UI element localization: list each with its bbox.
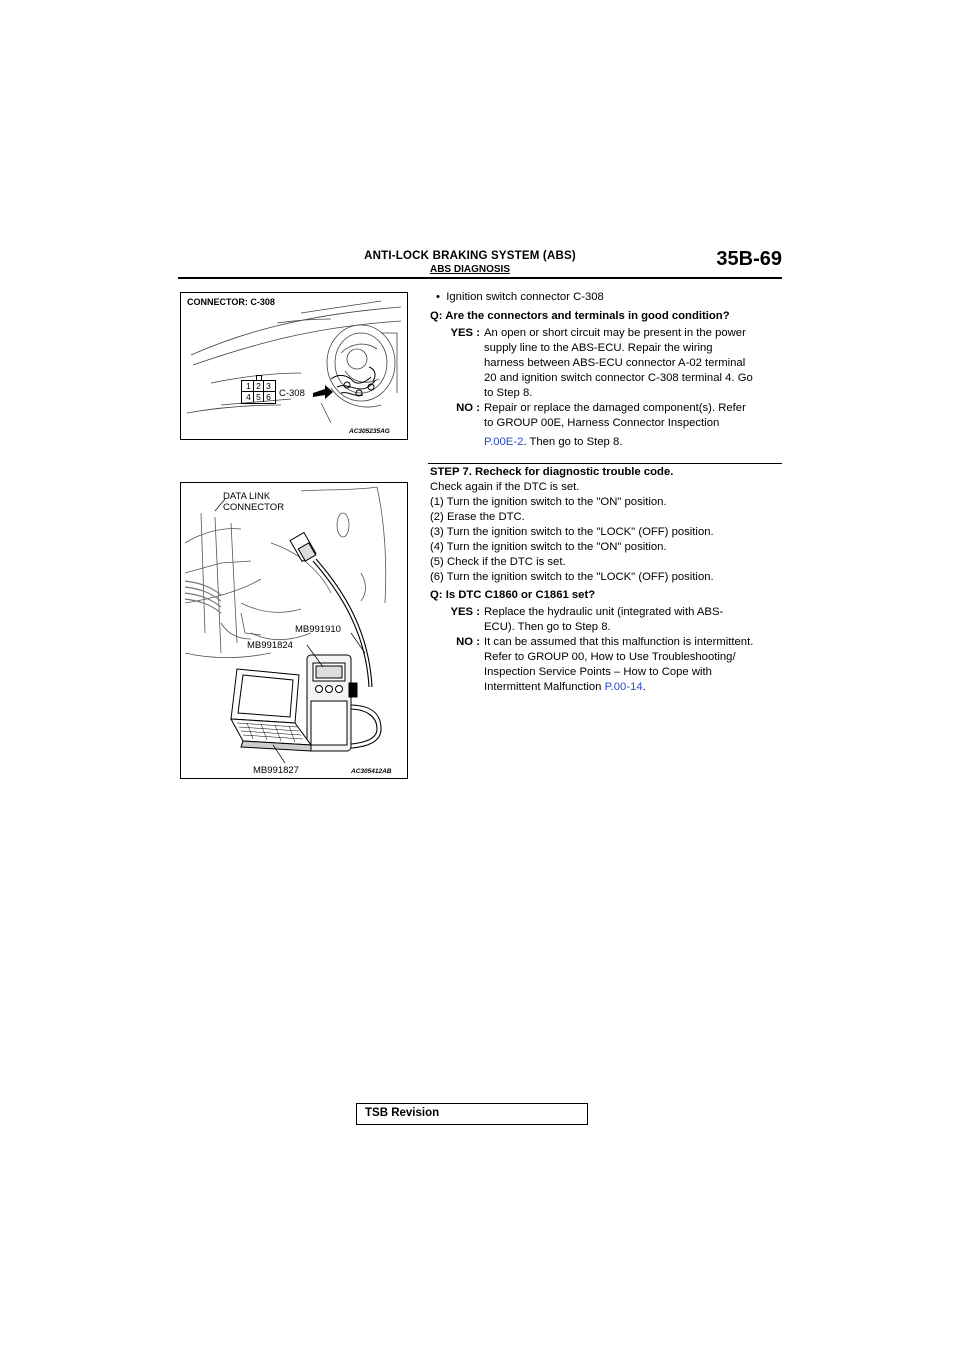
step-item: (2) Erase the DTC. <box>430 511 525 523</box>
bullet-text: Ignition switch connector C-308 <box>446 291 604 303</box>
answer-no-2: NO : It can be assumed that this malfunc… <box>428 635 788 697</box>
pin-6: 6 <box>266 392 271 402</box>
step-item: (1) Turn the ignition switch to the "ON"… <box>430 496 667 508</box>
step-intro: Check again if the DTC is set. <box>430 481 580 493</box>
tool-mb991827: MB991827 <box>253 765 299 776</box>
dashboard-illustration <box>186 300 402 424</box>
no-line-rest: . Then go to Step 8. <box>523 436 623 448</box>
no-text: Repair or replace the damaged component(… <box>484 401 784 450</box>
yes-line: to Step 8. <box>484 387 533 399</box>
yes-line: ECU). Then go to Step 8. <box>484 621 611 633</box>
no-line: Intermittent Malfunction P.00-14. <box>484 680 814 695</box>
yes-key: YES : <box>450 606 480 618</box>
yes-line: Replace the hydraulic unit (integrated w… <box>484 606 724 618</box>
question-2: Q: Is DTC C1860 or C1861 set? <box>430 589 596 601</box>
figure1-title: CONNECTOR: C-308 <box>187 297 275 307</box>
no-line: P.00E-2. Then go to Step 8. <box>484 435 784 450</box>
figure1-code: AC305235AG <box>349 428 390 435</box>
step-title: STEP 7. Recheck for diagnostic trouble c… <box>430 466 674 478</box>
bullet-dot: • <box>436 291 447 303</box>
pin-2: 2 <box>254 381 264 391</box>
step-divider <box>428 463 782 464</box>
figure2-code: AC305412AB <box>351 768 392 775</box>
pin-5: 5 <box>254 392 264 402</box>
figure-scan-tool: DATA LINK CONNECTOR MB991910 MB991824 MB… <box>180 482 408 779</box>
tsb-revision-box: TSB Revision <box>356 1103 588 1125</box>
yes-line: harness between ABS-ECU connector A-02 t… <box>484 357 746 369</box>
tsb-revision-label: TSB Revision <box>365 1107 440 1119</box>
header-subtitle: ABS DIAGNOSIS <box>429 264 510 275</box>
pin-3: 3 <box>266 381 271 391</box>
no-line-post: . <box>642 681 646 693</box>
yes-line: An open or short circuit may be present … <box>484 327 746 339</box>
step-item: (6) Turn the ignition switch to the "LOC… <box>430 571 714 583</box>
data-link-label-1: DATA LINK <box>223 491 271 502</box>
no-line-pre: Intermittent Malfunction <box>484 681 605 693</box>
header-title: ANTI-LOCK BRAKING SYSTEM (ABS) <box>364 250 576 262</box>
no-line: to GROUP 00E, Harness Connector Inspecti… <box>484 417 720 429</box>
no-line: Repair or replace the damaged component(… <box>484 402 746 414</box>
pin-1: 1 <box>244 381 254 391</box>
yes-key: YES : <box>450 327 480 339</box>
step-item: (5) Check if the DTC is set. <box>430 556 566 568</box>
tool-mb991824: MB991824 <box>247 640 293 651</box>
yes-line: supply line to the ABS-ECU. Repair the w… <box>484 342 713 354</box>
question-1: Q: Are the connectors and terminals in g… <box>430 310 730 322</box>
yes-text: An open or short circuit may be present … <box>484 326 784 401</box>
no-line: Inspection Service Points – How to Cope … <box>484 666 712 678</box>
answer-yes-2: YES : Replace the hydraulic unit (integr… <box>428 605 788 637</box>
connector-pin-diagram: 1 2 3 4 5 6 <box>241 375 276 404</box>
answer-yes-1: YES : An open or short circuit may be pr… <box>428 326 788 402</box>
pin-4: 4 <box>244 392 254 402</box>
step-item: (3) Turn the ignition switch to the "LOC… <box>430 526 714 538</box>
no-line: It can be assumed that this malfunction … <box>484 636 754 648</box>
yes-text: Replace the hydraulic unit (integrated w… <box>484 605 784 635</box>
yes-line: 20 and ignition switch connector C-308 t… <box>484 372 753 384</box>
bullet-item: • Ignition switch connector C-308 <box>436 290 604 305</box>
no-key: NO : <box>456 402 480 414</box>
figure-connector-c308: CONNECTOR: C-308 1 2 3 4 5 6 C-308 AC305… <box>180 292 408 440</box>
step-item: (4) Turn the ignition switch to the "ON"… <box>430 541 667 553</box>
connector-label: C-308 <box>279 388 305 399</box>
data-link-label-2: CONNECTOR <box>223 502 285 513</box>
no-line: Refer to GROUP 00, How to Use Troublesho… <box>484 651 736 663</box>
header-rule <box>178 277 782 279</box>
no-text: It can be assumed that this malfunction … <box>484 635 814 695</box>
scan-tool-illustration <box>184 486 387 764</box>
answer-no-1: NO : Repair or replace the damaged compo… <box>428 401 788 451</box>
link-p00e-2[interactable]: P.00E-2 <box>484 436 524 448</box>
page-number: 35B-69 <box>716 248 782 270</box>
link-p00-14[interactable]: P.00-14 <box>604 681 643 693</box>
no-key: NO : <box>456 636 480 648</box>
tool-mb991910: MB991910 <box>295 624 341 635</box>
step-list: (1) Turn the ignition switch to the "ON"… <box>430 495 714 585</box>
